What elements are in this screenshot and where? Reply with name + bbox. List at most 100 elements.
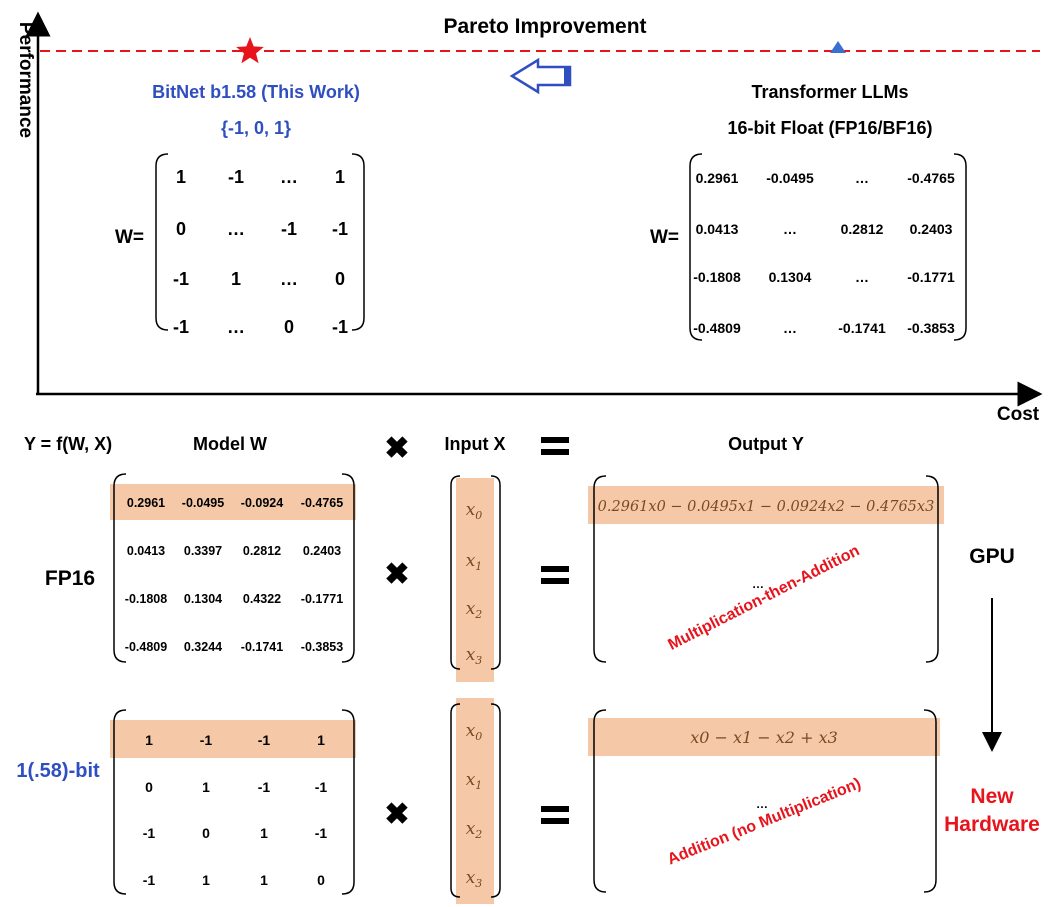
bit-matrix-cell: 1 — [260, 825, 268, 841]
y-axis-label: Performance — [15, 22, 36, 138]
new-hardware-label-line1: New — [970, 785, 1014, 808]
transformer-matrix-right-bracket — [953, 153, 967, 341]
equals-icon-bottom — [541, 578, 569, 584]
bit-output-right-bracket — [923, 709, 937, 893]
bitnet-title: BitNet b1.58 (This Work) — [152, 82, 360, 102]
bitnet-values: {-1, 0, 1} — [221, 118, 291, 138]
left-arrow-tail — [564, 67, 570, 85]
pareto-label: Pareto Improvement — [443, 15, 646, 38]
fp16-output-expression: 0.2961x0 − 0.0495x1 − 0.0924x2 − 0.4765x… — [598, 499, 935, 515]
bit-matrix-cell: 1 — [202, 872, 210, 888]
transformer-matrix-cell: 0.0413 — [696, 221, 739, 237]
new-hardware-label-line2: Hardware — [944, 813, 1040, 836]
equals-icon-bottom — [541, 818, 569, 824]
bit-matrix-cell: 1 — [260, 872, 268, 888]
bit-matrix-cell: -1 — [315, 779, 328, 795]
fp16-matrix-right-bracket — [341, 473, 355, 663]
bit-matrix-cell: -1 — [143, 825, 156, 841]
fp16-matrix-cell: -0.4765 — [301, 496, 343, 510]
gpu-label: GPU — [969, 545, 1015, 568]
model-header: Model W — [193, 434, 267, 454]
triangle-icon — [830, 41, 846, 53]
fp16-matrix-cell: -0.3853 — [301, 640, 343, 654]
fp16-row-highlight — [110, 484, 356, 520]
left-arrow-icon — [509, 57, 572, 95]
fp16-matrix-cell: 0.3244 — [184, 640, 222, 654]
formula: Y = f(W, X) — [24, 434, 112, 454]
multiply-icon: ✖ — [384, 798, 409, 831]
fp16-output-right-bracket — [925, 475, 939, 663]
bit-matrix-cell: -1 — [143, 872, 156, 888]
fp16-matrix-cell: 0.2961 — [127, 496, 165, 510]
fp16-input-right-bracket — [490, 475, 501, 670]
transformer-matrix-cell: -0.4809 — [693, 320, 741, 336]
transformer-matrix-cell: -0.4765 — [907, 170, 955, 186]
transformer-title: Transformer LLMs — [751, 82, 908, 102]
bit-matrix-cell: -1 — [315, 825, 328, 841]
bit-matrix-left-bracket — [113, 709, 127, 895]
bit-output-expression: x0 − x1 − x2 + x3 — [690, 728, 838, 747]
fp16-matrix-left-bracket — [113, 473, 127, 663]
fp16-output-highlight — [588, 486, 944, 524]
fp16-output-left-bracket — [593, 475, 607, 663]
fp16-output-ellipsis: … — [752, 577, 764, 591]
bit-output-highlight — [588, 718, 940, 756]
transformer-matrix-cell: 0.2961 — [696, 170, 739, 186]
fp16-matrix-cell: -0.1741 — [241, 640, 283, 654]
output-header: Output Y — [728, 434, 804, 454]
bit-matrix-cell: -1 — [200, 732, 213, 748]
bitnet-matrix-cell: … — [227, 219, 245, 239]
bit-note: Addition (no Multiplication) — [665, 775, 863, 868]
bitnet-matrix-cell: -1 — [281, 219, 297, 239]
bit-input-left-bracket — [450, 703, 461, 898]
bitnet-matrix-cell: -1 — [228, 167, 244, 187]
transformer-subtitle: 16-bit Float (FP16/BF16) — [727, 118, 932, 138]
fp16-matrix-cell: 0.3397 — [184, 544, 222, 558]
star-icon — [236, 37, 264, 64]
fp16-matrix-cell: 0.4322 — [243, 592, 281, 606]
x-axis-label: Cost — [997, 404, 1040, 425]
bit-matrix-cell: 0 — [145, 779, 153, 795]
fp16-input-left-bracket — [450, 475, 461, 670]
input-header: Input X — [445, 434, 506, 454]
multiply-icon: ✖ — [384, 432, 409, 465]
bit-matrix-cell: 1 — [145, 732, 153, 748]
bitnet-matrix-cell: 1 — [231, 269, 241, 289]
fp16-matrix-cell: -0.0495 — [182, 496, 224, 510]
bitnet-matrix-cell: -1 — [173, 317, 189, 337]
transformer-w-label: W= — [650, 227, 679, 248]
transformer-matrix-cell: 0.1304 — [769, 269, 812, 285]
fp16-matrix-cell: -0.4809 — [125, 640, 167, 654]
bit-matrix-cell: 0 — [317, 872, 325, 888]
bitnet-matrix-cell: -1 — [332, 317, 348, 337]
bit-output-left-bracket — [593, 709, 607, 893]
transformer-matrix-cell: -0.1808 — [693, 269, 741, 285]
bit-input-highlight — [456, 698, 494, 904]
transformer-matrix-cell: … — [855, 170, 869, 186]
transformer-matrix-cell: 0.2812 — [841, 221, 884, 237]
transformer-matrix-cell: -0.1771 — [907, 269, 955, 285]
bitnet-matrix-cell: 0 — [335, 269, 345, 289]
transformer-matrix-cell: … — [783, 320, 797, 336]
transformer-matrix-cell: … — [855, 269, 869, 285]
bit-matrix-cell: -1 — [258, 732, 271, 748]
fp16-matrix-cell: -0.1808 — [125, 592, 167, 606]
bitnet-matrix-cell: … — [280, 167, 298, 187]
fp16-matrix-cell: 0.0413 — [127, 544, 165, 558]
bitnet-matrix-cell: … — [227, 317, 245, 337]
bit-matrix-cell: 0 — [202, 825, 210, 841]
fp16-matrix-cell: 0.2403 — [303, 544, 341, 558]
bit-input-right-bracket — [490, 703, 501, 898]
bit-output-ellipsis: … — [756, 797, 768, 811]
fp16-label: FP16 — [45, 567, 95, 590]
equals-icon-bottom — [541, 449, 569, 455]
bit-matrix-cell: 1 — [317, 732, 325, 748]
bitnet-matrix-cell: 0 — [284, 317, 294, 337]
bit-matrix-cell: 1 — [202, 779, 210, 795]
equals-icon-top — [541, 437, 569, 443]
transformer-matrix-left-bracket — [689, 153, 703, 341]
fp16-note: Multiplication-then-Addition — [665, 542, 862, 654]
